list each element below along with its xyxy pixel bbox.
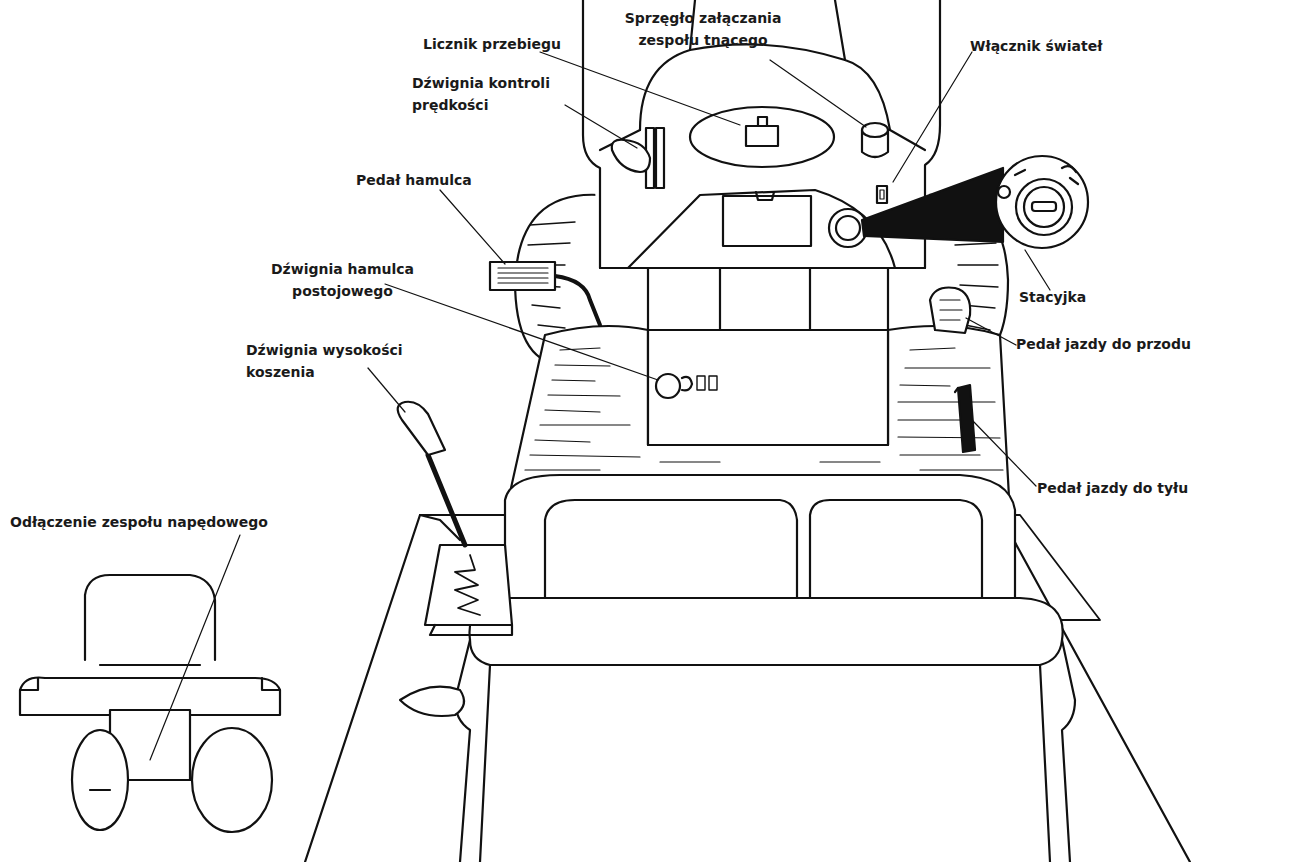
brake-pedal-part [490, 262, 555, 290]
odometer-part [690, 107, 834, 167]
ignition-switch-part [862, 168, 1003, 242]
part-label: Dźwignia kontroli prędkości [412, 72, 587, 116]
forward-pedal [930, 288, 970, 334]
part-label: Sprzęgło załączania zespołu tnącego [608, 7, 798, 51]
seat [400, 475, 1075, 862]
speed-lever-part [656, 128, 664, 188]
leader-line-part [893, 52, 972, 182]
ignition-switch-part [998, 186, 1010, 198]
light-switch-part [877, 186, 887, 203]
brake-pedal-part [498, 268, 548, 283]
reverse-pedal-part [958, 385, 975, 452]
seat-part [470, 598, 1063, 665]
parking-brake-lever-part [697, 376, 705, 390]
cutting-height-lever [398, 402, 512, 635]
seat-part [480, 665, 1050, 862]
leader-line-part [972, 420, 1036, 486]
leader-line-part [1025, 250, 1050, 290]
part-label: Odłączenie zespołu napędowego [10, 511, 350, 533]
rear-view-tractor-part [72, 730, 128, 830]
ignition-switch-part [1024, 187, 1064, 227]
leader-line-part [440, 190, 505, 264]
steering-housing-part [756, 192, 774, 200]
cutting-height-lever-part [430, 625, 512, 635]
footboard-part [648, 330, 888, 445]
rear-view-tractor [20, 575, 280, 832]
leader-line-part [966, 318, 1016, 345]
leader-line-part [565, 105, 637, 148]
part-label: Włącznik świateł [970, 35, 1140, 57]
blade-clutch-knob-part [862, 123, 888, 137]
part-label: Dźwignia hamulca postojowego [250, 258, 435, 302]
brake-pedal [490, 262, 600, 325]
leader-line-part [770, 60, 866, 127]
ignition-switch-part [829, 209, 867, 247]
seat-part [505, 475, 1015, 600]
odometer-part [746, 126, 778, 146]
part-label: Licznik przebiegu [423, 33, 613, 55]
blade-clutch-knob [862, 123, 888, 157]
rear-view-tractor-part [20, 678, 280, 690]
part-label: Pedał jazdy do przodu [1016, 333, 1276, 355]
parking-brake-lever [656, 374, 717, 398]
reverse-pedal-part [955, 388, 958, 392]
leader-line-part [540, 52, 740, 125]
brake-pedal-part [555, 276, 600, 325]
seat-part [400, 687, 464, 716]
leader-line-part [368, 368, 405, 412]
rear-view-tractor-part [192, 728, 272, 832]
ignition-switch-part [996, 156, 1088, 248]
cutting-height-lever-part [428, 455, 465, 545]
parking-brake-lever-part [656, 374, 680, 398]
reverse-pedal [955, 385, 975, 452]
ignition-switch-part [1016, 179, 1072, 235]
light-switch [877, 186, 887, 203]
odometer [690, 107, 834, 167]
steering-housing-part [720, 268, 810, 330]
ignition-switch [829, 156, 1088, 248]
part-label: Pedał hamulca [356, 169, 506, 191]
leader-line-part [150, 535, 240, 760]
part-label: Dźwignia wysokości koszenia [246, 339, 431, 383]
steering-housing-part [723, 196, 811, 246]
cutting-height-lever-part [425, 545, 512, 625]
seat-part [455, 640, 1075, 862]
ignition-switch-part [1032, 202, 1056, 211]
forward-pedal-part [930, 288, 970, 334]
part-label: Stacyjka [1019, 286, 1119, 308]
steering-housing-part [628, 190, 895, 268]
seat-part [545, 500, 797, 600]
light-switch-part [880, 190, 884, 199]
hood-part [583, 0, 600, 268]
rear-view-tractor-part [90, 780, 192, 790]
ignition-switch-part [836, 216, 860, 240]
parking-brake-lever-part [709, 376, 717, 390]
parking-brake-lever-part [682, 377, 692, 391]
forward-pedal-part [940, 300, 962, 320]
cutting-height-lever-part [398, 402, 445, 455]
cutting-height-lever-part [455, 555, 480, 615]
part-label: Pedał jazdy do tyłu [1037, 477, 1277, 499]
ignition-switch-part [1015, 166, 1078, 184]
steering-housing [628, 190, 895, 330]
leader-line-part [385, 284, 658, 380]
seat-part [810, 500, 982, 600]
leader-line [150, 52, 1050, 760]
odometer-part [758, 117, 767, 126]
steering-housing-part [648, 268, 888, 330]
